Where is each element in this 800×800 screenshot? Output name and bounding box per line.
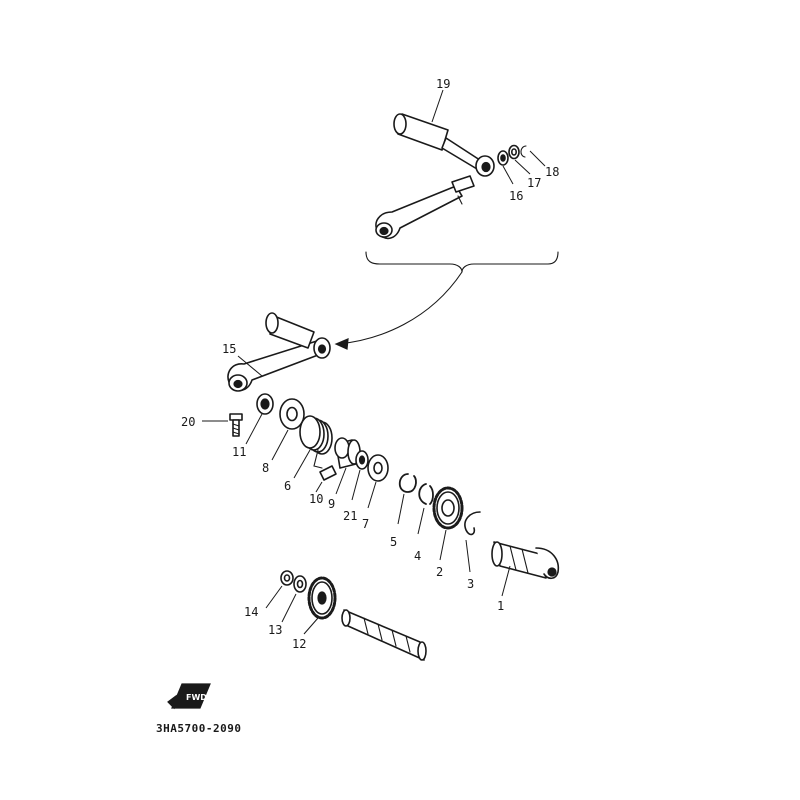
part-15-kick-crank <box>227 312 331 392</box>
callout-6: 6 <box>284 479 291 493</box>
callout-1: 1 <box>497 599 504 613</box>
callout-5: 5 <box>390 535 397 549</box>
drawing-code: 3HA5700-2090 <box>156 722 241 735</box>
callout-14: 14 <box>244 605 258 619</box>
inset-crank-arm <box>375 175 475 240</box>
part-6-spring <box>293 415 333 479</box>
part-1-kick-axle <box>491 541 560 597</box>
callout-4: 4 <box>414 549 421 563</box>
callout-12: 12 <box>292 637 306 651</box>
callout-20: 20 <box>181 415 195 429</box>
inset-bushing-16 <box>497 150 509 166</box>
callout-3: 3 <box>467 577 474 591</box>
fwd-label: FWD <box>186 693 207 702</box>
part-10-pin <box>315 465 337 493</box>
callout-19: 19 <box>436 77 450 91</box>
inset-washer-17 <box>508 144 520 160</box>
callout-16: 16 <box>509 189 523 203</box>
part-4-clip <box>417 483 434 535</box>
inset-bracket <box>365 251 559 273</box>
callout-13: 13 <box>268 623 282 637</box>
callout-8: 8 <box>262 461 269 475</box>
part-13-washer <box>281 575 307 623</box>
part-3-clip <box>464 511 481 573</box>
part-12-idler-gear <box>303 576 337 635</box>
part-5-circlip <box>397 473 417 525</box>
inset-pedal <box>393 113 495 177</box>
callout-9: 9 <box>328 497 335 511</box>
callout-10: 10 <box>309 492 323 506</box>
part-2-gear <box>432 486 464 561</box>
callout-2: 2 <box>436 565 443 579</box>
fwd-marker: FWD <box>167 683 211 710</box>
callout-7: 7 <box>362 517 369 531</box>
callout-11: 11 <box>232 445 246 459</box>
idler-shaft <box>341 609 427 661</box>
inset-arrow <box>337 271 463 345</box>
callout-15: 15 <box>222 342 236 356</box>
inset-kick-crank-assembly <box>334 89 559 350</box>
part-8-washer <box>271 398 305 461</box>
part-20-bolt <box>202 413 243 437</box>
callout-18: 18 <box>545 165 559 179</box>
callout-21: 21 <box>343 509 357 523</box>
part-11-collar <box>245 393 274 445</box>
part-14-circlip <box>265 570 294 609</box>
callout-17: 17 <box>527 176 541 190</box>
part-7-washer <box>367 454 389 509</box>
inset-clip-18 <box>520 145 527 158</box>
part-21-washer <box>351 450 369 501</box>
